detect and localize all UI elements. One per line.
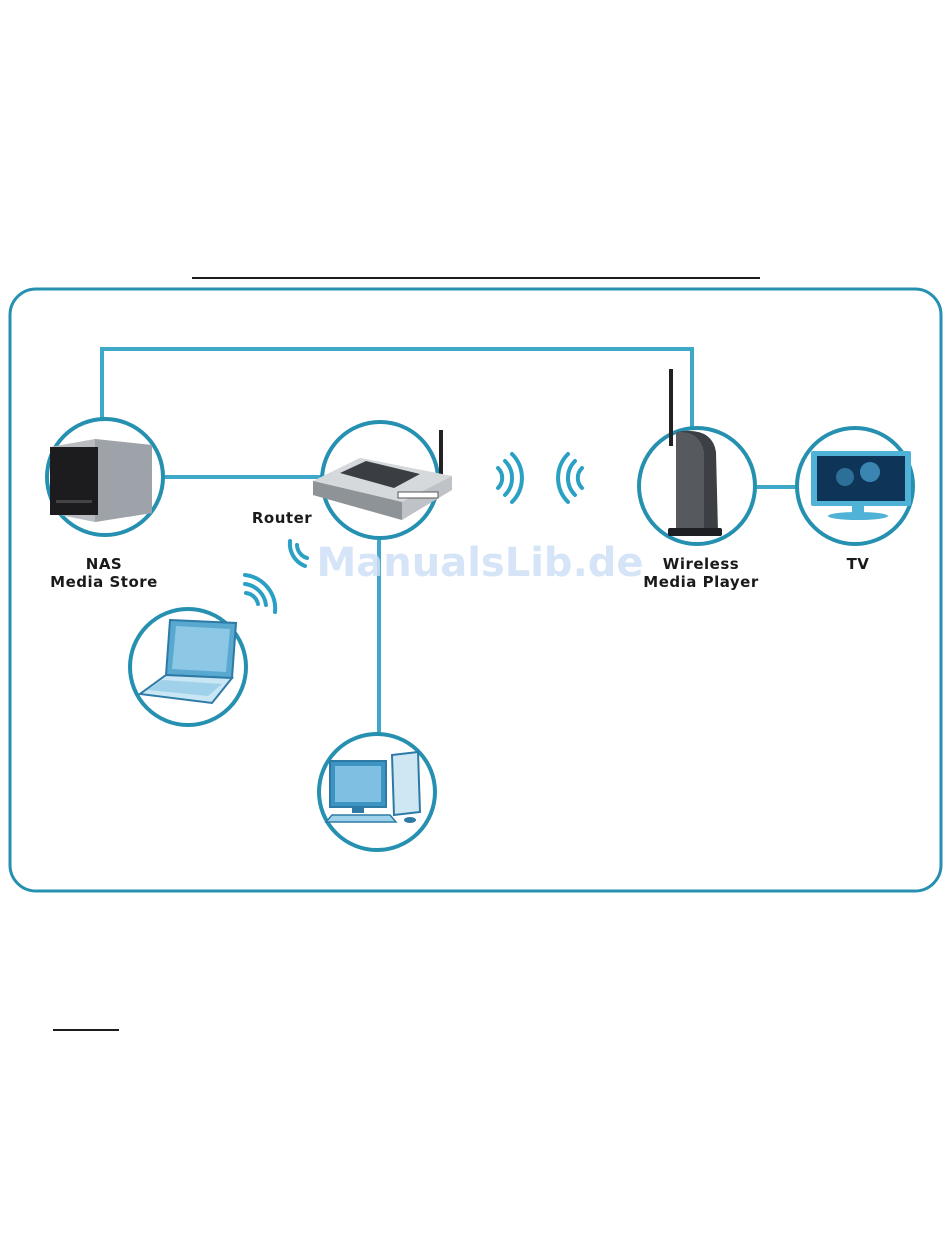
nas-label-line2: Media Store [30,573,178,591]
bottom-rule [53,1029,119,1031]
nas-label: NAS Media Store [30,555,178,591]
watermark: ManualsLib.de [280,540,680,586]
nas-node [47,419,163,535]
nas-icon [50,439,152,522]
laptop-node [130,609,246,725]
tv-node [797,428,913,544]
desktop-node [319,734,435,850]
router-label: Router [236,509,328,527]
tv-label: TV [828,555,888,573]
nas-label-line1: NAS [30,555,178,573]
